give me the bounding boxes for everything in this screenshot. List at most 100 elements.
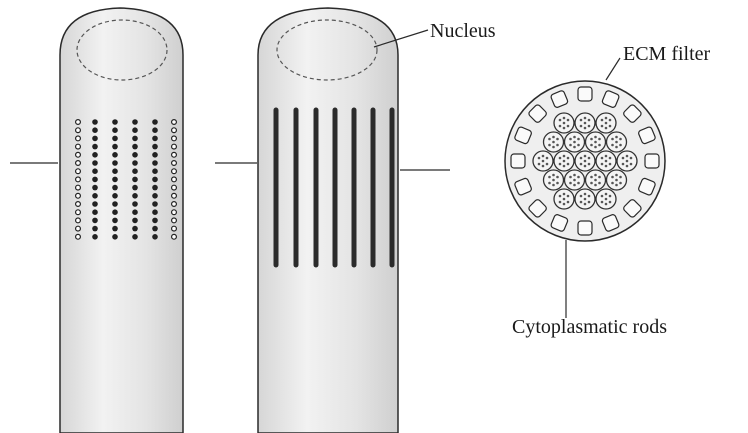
pore-dot <box>172 218 177 223</box>
pore-dot <box>112 160 118 166</box>
pore-dot <box>92 234 98 240</box>
rod-cross-section <box>575 113 595 133</box>
pore-dot <box>92 136 98 142</box>
rod-cross-section <box>596 189 616 209</box>
pore-dot <box>112 226 118 232</box>
pore-dot <box>92 201 98 207</box>
rod-cross-section <box>575 151 595 171</box>
rod-cross-section <box>607 170 627 190</box>
pore-dot <box>76 202 81 207</box>
pore-dot <box>132 152 138 158</box>
pore-dot <box>152 127 158 133</box>
pore-dot <box>92 152 98 158</box>
pore-dot <box>112 152 118 158</box>
pore-dot <box>76 120 81 125</box>
pore-dot <box>92 193 98 199</box>
pore-dot <box>172 185 177 190</box>
pore-dot <box>152 177 158 183</box>
pore-dot <box>76 185 81 190</box>
pore-dot <box>132 160 138 166</box>
pore-dot <box>172 226 177 231</box>
pore-dot <box>112 177 118 183</box>
cell-perforated <box>60 8 183 433</box>
ecm-leader-line <box>606 58 620 80</box>
pore-dot <box>112 209 118 215</box>
pore-dot <box>152 226 158 232</box>
pore-dot <box>92 226 98 232</box>
pore-dot <box>152 152 158 158</box>
pore-dot <box>132 119 138 125</box>
cross-section <box>505 81 665 241</box>
pore-dot <box>152 209 158 215</box>
pore-dot <box>132 193 138 199</box>
pore-dot <box>112 127 118 133</box>
pore-dot <box>172 234 177 239</box>
pore-dot <box>76 177 81 182</box>
pore-dot <box>152 144 158 150</box>
rod-cross-section <box>544 170 564 190</box>
pore-dot <box>132 218 138 224</box>
cell-rods <box>258 8 398 433</box>
pore-dot <box>132 185 138 191</box>
pore-dot <box>172 177 177 182</box>
pore-dot <box>132 234 138 240</box>
pore-dot <box>152 193 158 199</box>
pore-dot <box>152 136 158 142</box>
pore-dot <box>172 120 177 125</box>
pore-dot <box>132 127 138 133</box>
pore-dot <box>76 234 81 239</box>
pore-dot <box>152 201 158 207</box>
ecm-filter-unit <box>511 154 525 168</box>
pore-dot <box>152 234 158 240</box>
pore-dot <box>172 128 177 133</box>
pore-dot <box>112 193 118 199</box>
rod-cross-section <box>565 170 585 190</box>
ecm-filter-unit <box>578 221 592 235</box>
pore-dot <box>172 210 177 215</box>
rod-cross-section <box>544 132 564 152</box>
rod-cross-section <box>533 151 553 171</box>
rod-cross-section <box>617 151 637 171</box>
pore-dot <box>172 169 177 174</box>
rod-cross-section <box>575 189 595 209</box>
pore-dot <box>92 209 98 215</box>
rod-cross-section <box>596 151 616 171</box>
pore-dot <box>172 144 177 149</box>
pore-dot <box>152 168 158 174</box>
pore-dot <box>172 193 177 198</box>
pore-dot <box>76 218 81 223</box>
pore-dot <box>92 160 98 166</box>
pore-dot <box>76 169 81 174</box>
pore-dot <box>92 218 98 224</box>
rod-cross-section <box>596 113 616 133</box>
pore-dot <box>92 144 98 150</box>
pore-dot <box>112 201 118 207</box>
pore-dot <box>76 144 81 149</box>
rod-cross-section <box>554 113 574 133</box>
pore-dot <box>112 168 118 174</box>
pore-dot <box>92 119 98 125</box>
pore-dot <box>76 210 81 215</box>
ecm-filter-label: ECM filter <box>623 43 710 66</box>
pore-dot <box>112 234 118 240</box>
ecm-filter-unit <box>645 154 659 168</box>
pore-dot <box>112 185 118 191</box>
pore-dot <box>132 144 138 150</box>
pore-dot <box>172 202 177 207</box>
pore-dot <box>76 152 81 157</box>
pore-dot <box>132 226 138 232</box>
pore-dot <box>112 144 118 150</box>
rod-cross-section <box>554 151 574 171</box>
pore-dot <box>112 119 118 125</box>
rod-cross-section <box>607 132 627 152</box>
pore-dot <box>112 136 118 142</box>
pore-dot <box>132 209 138 215</box>
pore-dot <box>76 136 81 141</box>
rod-cross-section <box>586 132 606 152</box>
pore-dot <box>152 218 158 224</box>
cytoplasmatic-rods-label: Cytoplasmatic rods <box>512 316 667 339</box>
pore-dot <box>152 160 158 166</box>
rod-cross-section <box>565 132 585 152</box>
pore-dot <box>152 119 158 125</box>
